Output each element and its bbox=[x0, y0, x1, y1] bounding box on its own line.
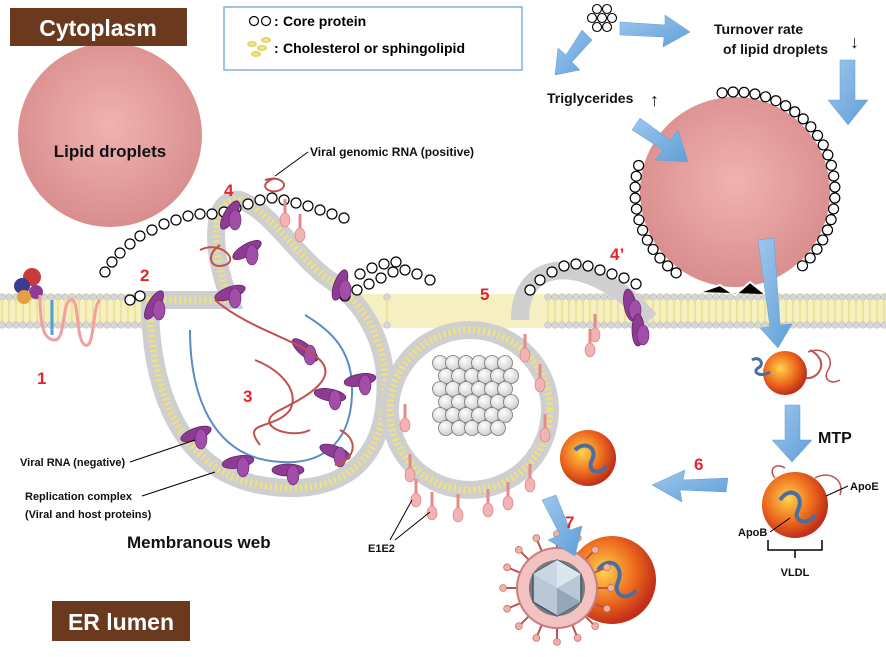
lipoviroparticle bbox=[560, 430, 616, 486]
membranous-web-vesicle bbox=[140, 190, 395, 498]
viral-rna-negative-label: Viral RNA (negative) bbox=[20, 457, 125, 469]
lipid-droplets-label: Lipid droplets bbox=[54, 142, 166, 161]
viral-rna-strands bbox=[199, 177, 823, 466]
legend-separator-1: : bbox=[274, 13, 279, 29]
viral-genomic-rna-label: Viral genomic RNA (positive) bbox=[310, 145, 474, 159]
core-protein-legend-icon bbox=[248, 15, 260, 27]
mtp-label: MTP bbox=[818, 430, 852, 447]
lipid-droplet-right bbox=[640, 97, 830, 287]
replication-complex-label-2: (Viral and host proteins) bbox=[25, 509, 152, 521]
lipid-droplet-left bbox=[18, 43, 202, 227]
apoe-label: ApoE bbox=[850, 481, 879, 493]
step-4: 4 bbox=[224, 181, 234, 200]
legend: : Core protein : Cholesterol or sphingol… bbox=[223, 6, 523, 71]
membranous-web-label: Membranous web bbox=[127, 533, 271, 552]
polyprotein-translation bbox=[14, 268, 102, 347]
core-protein-chain bbox=[124, 256, 642, 306]
e1e2-label: E1E2 bbox=[368, 543, 395, 555]
membrane-fusion-site bbox=[699, 280, 766, 297]
region-er-lumen-label: ER lumen bbox=[68, 609, 174, 635]
step-6: 6 bbox=[694, 455, 703, 474]
step-3: 3 bbox=[243, 387, 252, 406]
triglycerides-label: Triglycerides bbox=[547, 90, 634, 106]
legend-core-protein: Core protein bbox=[283, 13, 366, 29]
region-cytoplasm: Cytoplasm bbox=[10, 8, 187, 46]
mature-virion bbox=[499, 530, 656, 646]
turnover-down-arrow: ↓ bbox=[850, 32, 859, 52]
turnover-label-1: Turnover rate bbox=[714, 21, 803, 37]
replication-complex-label-1: Replication complex bbox=[25, 491, 133, 503]
vldl-label: VLDL bbox=[781, 567, 810, 579]
e1e2-glycoproteins bbox=[279, 199, 601, 523]
region-er-lumen: ER lumen bbox=[52, 601, 190, 641]
step-5: 5 bbox=[480, 285, 489, 304]
nucleocapsid bbox=[432, 355, 519, 436]
region-cytoplasm-label: Cytoplasm bbox=[39, 15, 157, 41]
turnover-label-2: of lipid droplets bbox=[723, 41, 828, 57]
lipid-legend-icon bbox=[247, 37, 271, 57]
viral-genomic-rna-pointer bbox=[274, 151, 309, 177]
vldl-precursor bbox=[751, 349, 841, 395]
replication-proteins bbox=[144, 200, 650, 486]
process-arrows bbox=[541, 14, 869, 557]
step-4-prime: 4’ bbox=[610, 245, 624, 264]
step-7: 7 bbox=[565, 513, 574, 532]
step-2: 2 bbox=[140, 266, 149, 285]
triglycerides-up-arrow: ↑ bbox=[650, 90, 659, 110]
vldl-bracket bbox=[767, 540, 823, 558]
vldl-particle bbox=[762, 465, 842, 538]
legend-lipid: Cholesterol or sphingolipid bbox=[283, 40, 465, 56]
step-1: 1 bbox=[37, 369, 46, 388]
core-protein-cluster bbox=[586, 3, 618, 33]
legend-separator-2: : bbox=[274, 40, 279, 56]
apob-label: ApoB bbox=[738, 527, 767, 539]
